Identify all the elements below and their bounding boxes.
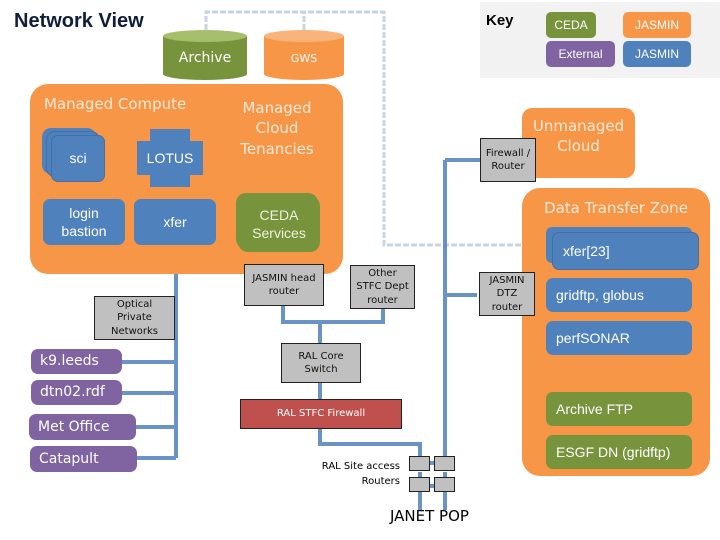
jasmin-dtz-router[interactable]: JASMIN DTZ router xyxy=(479,272,535,316)
ceda-services-label: CEDA Services xyxy=(252,206,306,241)
dtz-perfsonar-label: perfSONAR xyxy=(556,329,630,346)
gws-label: GWS xyxy=(290,52,318,65)
login-bastion-node[interactable]: login bastion xyxy=(43,199,125,245)
ral-core-switch[interactable]: RAL Core Switch xyxy=(281,343,361,383)
firewall-site-link xyxy=(318,427,422,462)
firewall-router[interactable]: Firewall / Router xyxy=(480,138,536,182)
lotus-label: LOTUS xyxy=(146,149,194,166)
managed-cloud-title: Managed Cloud Tenancies xyxy=(240,99,314,158)
jasmin-head-router-label: JASMIN head router xyxy=(252,272,316,298)
site-router-3[interactable] xyxy=(409,477,430,492)
met-office-label: Met Office xyxy=(38,418,110,435)
sci-node[interactable]: sci xyxy=(51,135,105,182)
ral-core-switch-label: RAL Core Switch xyxy=(298,350,344,376)
dtz-xfer23-label: xfer[23] xyxy=(563,242,610,259)
optical-private-networks-label: Optical Private Networks xyxy=(111,298,158,337)
other-stfc-router-label: Other STFC Dept router xyxy=(356,267,409,306)
login-bastion-label: login bastion xyxy=(61,204,107,239)
dtz-gridftp-globus-label: gridftp, globus xyxy=(556,286,644,303)
site-router-1[interactable] xyxy=(409,456,430,471)
ral-site-access-label: RAL Site access Routers xyxy=(321,461,400,487)
storage-link-dashed xyxy=(204,10,540,247)
gws-storage-icon[interactable] xyxy=(264,30,344,80)
dtz-title: Data Transfer Zone xyxy=(544,199,688,217)
external-site-k9-leeds[interactable]: k9.leeds xyxy=(31,349,122,374)
routers-join-line xyxy=(281,305,385,324)
dtz-archive-ftp-label: Archive FTP xyxy=(556,400,634,417)
external-site-met-office[interactable]: Met Office xyxy=(29,414,136,440)
managed-compute-title: Managed Compute xyxy=(44,95,187,113)
dtz-esgf-dn-label: ESGF DN (gridftp) xyxy=(556,443,671,460)
dtz-gridftp-globus[interactable]: gridftp, globus xyxy=(546,278,692,312)
dtz-esgf-dn[interactable]: ESGF DN (gridftp) xyxy=(546,435,692,469)
jasmin-dtz-router-label: JASMIN DTZ router xyxy=(489,274,525,313)
dtz-archive-ftp[interactable]: Archive FTP xyxy=(546,392,692,426)
legend-external-label: External xyxy=(558,47,603,61)
ral-stfc-firewall-label: RAL STFC Firewall xyxy=(276,408,366,420)
legend-jasmin-blue: JASMIN xyxy=(623,41,691,67)
legend-external: External xyxy=(546,41,615,67)
xfer-label: xfer xyxy=(163,213,187,230)
jasmin-head-router[interactable]: JASMIN head router xyxy=(244,264,324,306)
archive-label: Archive xyxy=(178,50,232,66)
legend-title: Key xyxy=(486,12,514,29)
legend-ceda: CEDA xyxy=(546,12,596,38)
lotus-node[interactable]: LOTUS xyxy=(137,141,203,175)
other-stfc-router[interactable]: Other STFC Dept router xyxy=(350,265,415,309)
dtz-xfer23[interactable]: xfer[23] xyxy=(552,232,699,270)
optical-private-networks[interactable]: Optical Private Networks xyxy=(94,296,175,340)
site-router-2[interactable] xyxy=(434,456,455,471)
xfer-node[interactable]: xfer xyxy=(134,199,216,245)
site-router-4[interactable] xyxy=(434,477,455,492)
lotus-cross-horizontal xyxy=(137,141,203,175)
archive-storage-icon[interactable] xyxy=(163,30,247,80)
external-site-dtn02[interactable]: dtn02.rdf xyxy=(31,380,122,405)
ceda-services-node[interactable]: xferCEDA Services xyxy=(238,196,320,252)
catapult-label: Catapult xyxy=(39,450,99,467)
sci-label: sci xyxy=(69,150,87,167)
legend-jasmin-orange: JASMIN xyxy=(623,12,691,38)
unmanaged-cloud-title: Unmanaged Cloud xyxy=(532,117,625,156)
ral-stfc-firewall[interactable]: RAL STFC Firewall xyxy=(240,399,402,429)
legend-jasmin-orange-label: JASMIN xyxy=(634,18,679,32)
janet-pop-label: JANET POP xyxy=(390,507,469,525)
dtz-perfsonar[interactable]: perfSONAR xyxy=(546,321,692,355)
firewall-router-label: Firewall / Router xyxy=(485,147,531,173)
legend-ceda-label: CEDA xyxy=(554,18,588,32)
page-title: Network View xyxy=(14,10,144,32)
dtn02-label: dtn02.rdf xyxy=(40,384,105,401)
external-site-catapult[interactable]: Catapult xyxy=(30,446,137,472)
unmanaged-cloud-panel[interactable] xyxy=(522,108,635,178)
k9-leeds-label: k9.leeds xyxy=(40,353,99,370)
legend-jasmin-blue-label: JASMIN xyxy=(634,47,679,61)
